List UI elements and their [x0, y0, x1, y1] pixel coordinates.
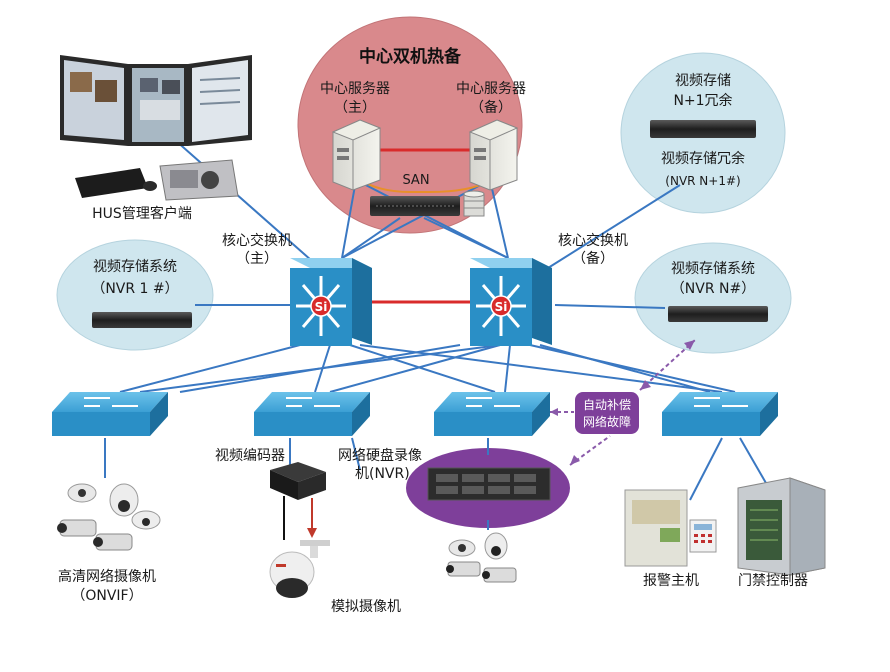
- encoder-label: 视频编码器: [215, 448, 285, 464]
- storage-left-label: 视频存储系统: [93, 259, 177, 275]
- hd-camera-label: 高清网络摄像机: [58, 569, 156, 585]
- auto-compensation-badge: [575, 392, 639, 434]
- core-switch-primary-label: 核心交换机: [222, 233, 292, 249]
- san-link: [359, 179, 493, 193]
- bullet-camera-icon: [57, 483, 161, 551]
- auto-compensation-line2: 网络故障: [582, 415, 631, 429]
- storage-right-sub: （NVR N#）: [670, 281, 756, 297]
- server-icon: [331, 119, 382, 191]
- nvr-rack-icon: [370, 196, 460, 216]
- encoder-box-icon: [270, 462, 326, 500]
- cluster-title: 中心双机热备: [359, 47, 461, 67]
- core-switch-badge: Si: [495, 300, 508, 314]
- storage-left-sub: （NVR 1 #）: [91, 281, 179, 297]
- auto-compensation-line1: 自动补偿: [582, 398, 631, 412]
- storage-system-right-bubble: [634, 242, 792, 354]
- redundancy-line2: N+1冗余: [673, 93, 733, 109]
- server-primary-sub: （主）: [334, 100, 376, 116]
- arrow-head-icon: [570, 455, 580, 465]
- network-links: [104, 139, 771, 530]
- access-switch-icon: [254, 392, 370, 436]
- nvr-sub: 机(NVR): [355, 466, 410, 482]
- client-label: HUS管理客户端: [92, 206, 192, 222]
- core-switch-backup-sub: （备）: [572, 251, 614, 267]
- access-panel-icon: [737, 477, 826, 576]
- core-switch-icon: [290, 258, 372, 346]
- dome-camera-icon: [269, 540, 330, 598]
- access-controller-label: 门禁控制器: [738, 573, 808, 589]
- server-icon: [468, 119, 519, 191]
- server-backup-sub: （备）: [470, 100, 512, 116]
- access-switch-icon: [52, 392, 168, 436]
- storage-right-label: 视频存储系统: [671, 261, 755, 277]
- nvr-rack-icon: [668, 306, 768, 322]
- redundancy-line1: 视频存储: [675, 73, 731, 89]
- bullet-camera-icon: [440, 530, 522, 586]
- san-label: SAN: [402, 173, 430, 188]
- nvr-rack-icon: [427, 467, 551, 501]
- arrow-head-icon: [640, 380, 651, 390]
- server-backup-label: 中心服务器: [456, 81, 526, 97]
- arrow-head-icon: [550, 408, 558, 416]
- core-switch-icon: [470, 258, 552, 346]
- arrow-head-icon: [684, 340, 695, 350]
- access-switch-icon: [662, 392, 778, 436]
- database-icon: [463, 190, 485, 217]
- analog-camera-label: 模拟摄像机: [331, 599, 401, 615]
- arrow-head-icon: [307, 528, 317, 538]
- alarm-panel-icon: [624, 489, 717, 567]
- monitor-wall-icon: [60, 55, 252, 146]
- nvr-rack-icon: [92, 312, 192, 328]
- access-switch-icon: [434, 392, 550, 436]
- core-switch-primary-sub: （主）: [236, 251, 278, 267]
- keyboard-icon: [75, 159, 239, 201]
- alarm-host-label: 报警主机: [643, 573, 699, 589]
- hd-camera-sub: （ONVIF）: [71, 588, 143, 604]
- redundancy-line3: 视频存储冗余: [661, 151, 745, 167]
- nvr-rack-icon: [650, 120, 756, 138]
- server-primary-label: 中心服务器: [320, 81, 390, 97]
- nvr-label: 网络硬盘录像: [338, 448, 422, 464]
- core-switch-backup-label: 核心交换机: [558, 233, 628, 249]
- redundancy-line4: (NVR N+1#): [665, 174, 741, 188]
- core-switch-badge: Si: [315, 300, 328, 314]
